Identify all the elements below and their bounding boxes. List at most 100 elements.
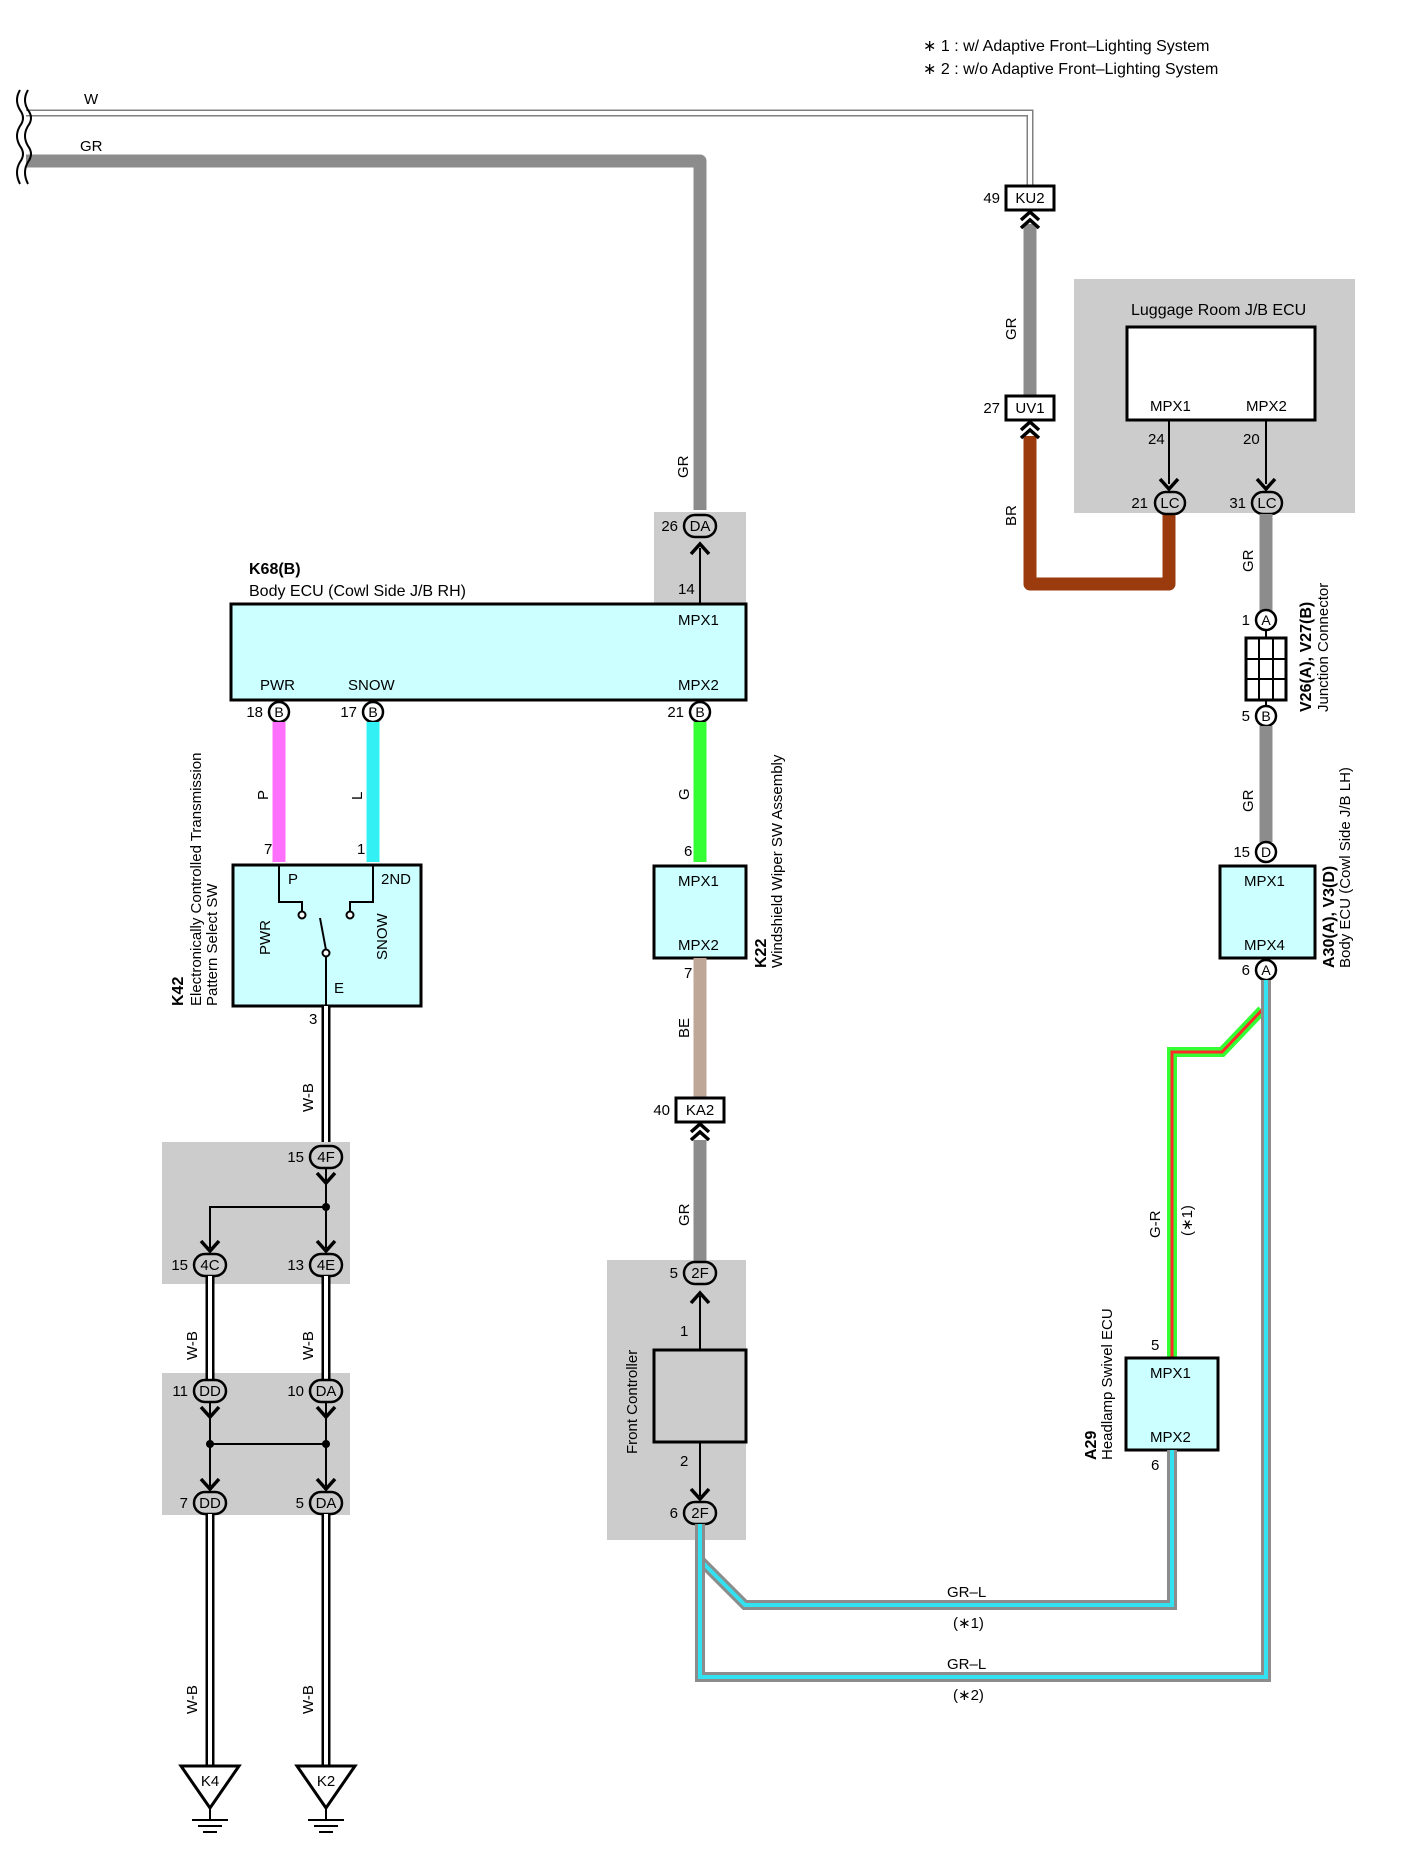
luggage-pin-24: 24: [1148, 431, 1165, 448]
connector-lc-21-code: LC: [1160, 495, 1179, 512]
connector-4c-pin: 15: [171, 1257, 188, 1274]
a29-pin-6: 6: [1151, 1457, 1159, 1474]
a29-mpx1: MPX1: [1150, 1365, 1191, 1382]
wire-label-gr-da: GR: [675, 455, 692, 478]
a30-code: A30(A), V3(D): [1321, 866, 1338, 968]
wire-label-wb-bottom-right: W-B: [300, 1685, 317, 1714]
wire-label-wb-main: W-B: [300, 1083, 317, 1112]
k68-name: Body ECU (Cowl Side J/B RH): [249, 583, 466, 600]
connector-d15-code: D: [1261, 844, 1271, 860]
front-controller-pin-2: 2: [680, 1453, 688, 1470]
junction-connector-box: [1244, 636, 1288, 702]
connector-4f-pin: 15: [287, 1149, 304, 1166]
connector-ka2: [674, 1096, 726, 1124]
connector-v27-b-pin: 5: [1242, 708, 1250, 725]
connector-v26-a-pin: 1: [1242, 612, 1250, 629]
k68-mpx1: MPX1: [678, 612, 719, 629]
a29-name: Headlamp Swivel ECU: [1099, 1308, 1116, 1460]
luggage-ecu-box: [1125, 325, 1317, 422]
connector-dd11-code: DD: [199, 1383, 221, 1400]
connector-b17-code: B: [368, 704, 377, 720]
connector-b18-code: B: [274, 704, 283, 720]
wire-gr-top: [26, 154, 707, 510]
connector-4e-pin: 13: [287, 1257, 304, 1274]
k42-pin-1: 1: [357, 841, 365, 858]
a30-body-ecu-box: [1218, 864, 1317, 960]
k42-2nd: 2ND: [381, 871, 411, 888]
a29-pin-5: 5: [1151, 1337, 1159, 1354]
wire-g-r: [1167, 1006, 1266, 1358]
connector-b17-pin: 17: [340, 704, 357, 721]
connector-dd7-code: DD: [199, 1495, 221, 1512]
k42-snow: SNOW: [374, 912, 391, 960]
ground-k2-triangle: [294, 1764, 358, 1811]
connector-da5-pin: 5: [296, 1495, 304, 1512]
connector-dd11-pin: 11: [172, 1383, 188, 1400]
connector-4f-code: 4F: [317, 1149, 335, 1166]
connector-4e-code: 4E: [317, 1257, 335, 1274]
connector-2f-5-pin: 5: [670, 1265, 678, 1282]
connector-uv1: [1004, 394, 1056, 422]
front-controller-box: [652, 1348, 748, 1444]
connector-lc-21-pin: 21: [1131, 495, 1148, 512]
front-controller-pin-1: 1: [680, 1323, 688, 1340]
wire-gr-l-1: [695, 1450, 1177, 1610]
k42-name-2: Pattern Select SW: [204, 883, 221, 1006]
wire-label-gr-l-2: GR–L: [947, 1656, 986, 1673]
connector-a6-pin: 6: [1242, 962, 1250, 979]
wire-label-gr-top: GR: [80, 138, 103, 155]
front-controller-name: Front Controller: [624, 1350, 641, 1454]
ground-k2-symbol: [307, 1807, 345, 1833]
wire-label-gr-v: GR: [1240, 789, 1257, 812]
connector-2f-5: [682, 1260, 718, 1286]
wire-label-gr-ku2: GR: [1003, 317, 1020, 340]
connector-da-top-code: DA: [690, 518, 711, 535]
connector-uv1-code: UV1: [1015, 400, 1044, 417]
k42-p: P: [288, 871, 298, 888]
k42-name-1: Electronically Controlled Transmission: [188, 753, 205, 1006]
connector-dd7-pin: 7: [180, 1495, 188, 1512]
k68-body-ecu-box: [229, 602, 748, 702]
connector-lc-21: [1153, 490, 1187, 516]
wire-label-gr-l-2-note: (∗2): [953, 1687, 984, 1704]
connector-b21-pin: 21: [667, 704, 684, 721]
k22-wiper-sw-box: [652, 864, 748, 960]
connector-2f-6-code: 2F: [691, 1505, 709, 1522]
junction-connector-code: V26(A), V27(B): [1298, 602, 1315, 712]
connector-2f-6-pin: 6: [670, 1505, 678, 1522]
ground-k2-label: K2: [317, 1773, 335, 1790]
connector-4c-code: 4C: [200, 1257, 219, 1274]
wire-label-wb-bottom-left: W-B: [184, 1685, 201, 1714]
connector-v27-b-code: B: [1261, 708, 1270, 724]
wire-label-gr-lc: GR: [1240, 549, 1257, 572]
wire-label-g-r-note: (∗1): [1179, 1205, 1196, 1236]
connector-v26-a-code: A: [1261, 612, 1271, 628]
connector-lc-31-code: LC: [1257, 495, 1276, 512]
k42-code: K42: [170, 977, 187, 1006]
ground-k4-label: K4: [201, 1773, 219, 1790]
connector-lc-31-pin: 31: [1229, 495, 1246, 512]
connector-da5-code: DA: [316, 1495, 337, 1512]
wire-label-wb-left: W-B: [184, 1331, 201, 1360]
luggage-pin-20: 20: [1243, 431, 1260, 448]
legend-note-2: ∗ 2 : w/o Adaptive Front–Lighting System: [923, 61, 1218, 78]
k22-name: Windshield Wiper SW Assembly: [769, 754, 786, 968]
a29-mpx2: MPX2: [1150, 1429, 1191, 1446]
a30-name: Body ECU (Cowl Side J/B LH): [1337, 767, 1354, 968]
a29-code: A29: [1083, 1431, 1100, 1460]
ground-k4-symbol: [191, 1807, 229, 1833]
k22-code: K22: [753, 939, 770, 968]
k22-mpx1: MPX1: [678, 873, 719, 890]
wire-br: [1023, 436, 1176, 591]
k42-pwr: PWR: [257, 920, 274, 955]
k22-pin-7: 7: [684, 965, 692, 982]
a30-mpx1: MPX1: [1244, 873, 1285, 890]
connector-d15-pin: 15: [1233, 844, 1250, 861]
connector-b18-pin: 18: [246, 704, 263, 721]
wire-label-gr-l-1: GR–L: [947, 1584, 986, 1601]
wire-break-mark: [16, 89, 24, 185]
connector-ku2-pin: 49: [983, 190, 1000, 207]
luggage-mpx2: MPX2: [1246, 398, 1287, 415]
connector-d15: [1254, 840, 1278, 864]
